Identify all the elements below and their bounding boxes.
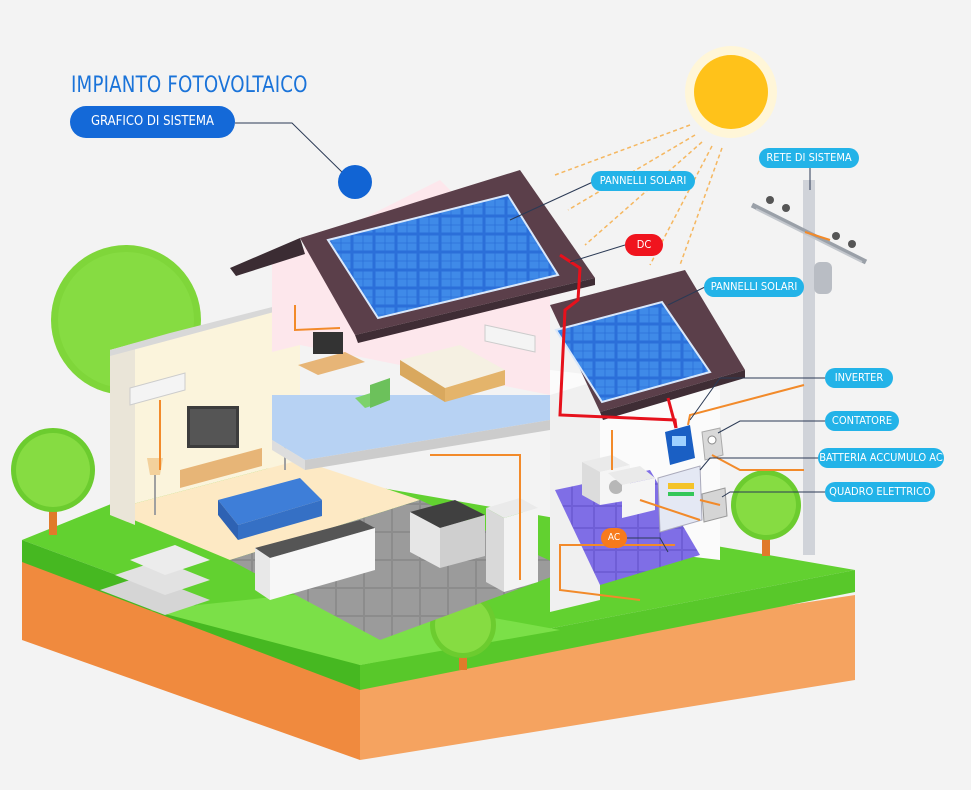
solar-panel-icon <box>326 193 560 320</box>
label-pannelli-solari-1: PANNELLI SOLARI <box>591 171 695 191</box>
label-inverter: INVERTER <box>825 368 893 388</box>
page-title: IMPIANTO FOTOVOLTAICO <box>71 73 308 98</box>
breaker-box-icon <box>701 487 728 523</box>
label-quadro-elettrico: QUADRO ELETTRICO <box>825 482 935 502</box>
callout-lines <box>235 122 825 553</box>
tree-icon-right <box>731 470 801 556</box>
tree-icon-small-left <box>11 428 95 535</box>
label-pannelli-solari-2: PANNELLI SOLARI <box>704 277 804 297</box>
meter-icon <box>701 427 724 461</box>
label-ac: AC <box>601 528 627 548</box>
living-room <box>110 300 420 560</box>
dc-wires <box>558 253 678 429</box>
label-rete-di-sistema: RETE DI SISTEMA <box>759 148 859 168</box>
utility-pole-icon <box>750 180 868 555</box>
label-dc: DC <box>625 234 663 256</box>
sun-icon <box>685 46 777 138</box>
solar-panel-icon-2 <box>554 300 712 404</box>
entrance-stairs <box>100 545 210 615</box>
label-contatore: CONTATORE <box>825 411 899 431</box>
kitchen <box>230 498 570 640</box>
label-batteria-accumulo: BATTERIA ACCUMULO AC <box>818 448 944 468</box>
subtitle-pill: GRAFICO DI SISTEMA <box>70 106 235 138</box>
battery-icon <box>657 465 703 533</box>
inverter-icon <box>665 425 695 465</box>
callout-dot <box>338 165 372 199</box>
